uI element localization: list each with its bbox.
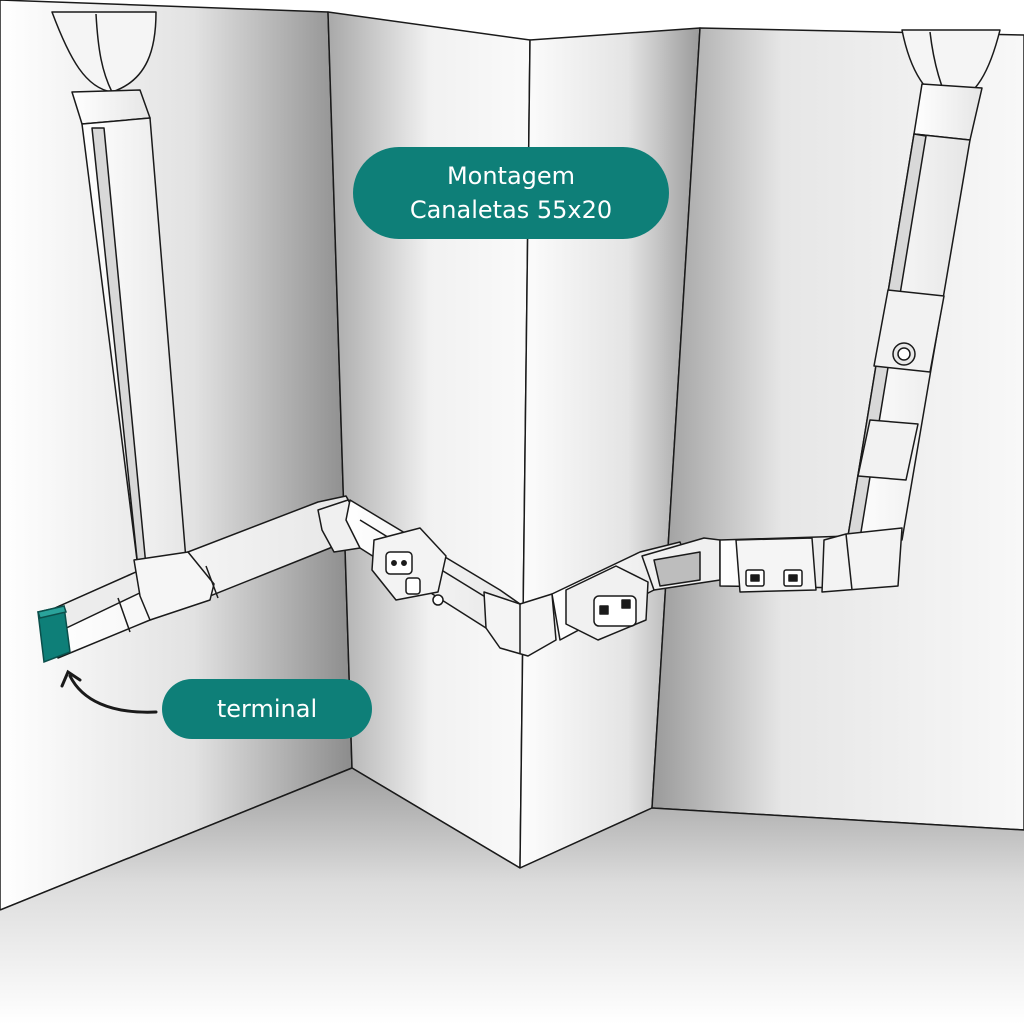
center-left-wall <box>327 11 531 869</box>
floor-edge <box>0 767 1024 911</box>
network-box <box>735 537 817 593</box>
horizontal-duct-run <box>45 495 903 659</box>
tee-fitting <box>133 551 215 621</box>
right-elbow-fitting <box>821 527 903 593</box>
title-line-1: Montagem <box>446 162 576 190</box>
curved-arrow-icon <box>60 669 158 714</box>
title-label: Montagem Canaletas 55x20 <box>353 147 669 239</box>
terminal-label-text: terminal <box>216 695 318 723</box>
socket-box-right <box>565 565 649 641</box>
round-cable-entry-icon <box>892 342 916 366</box>
power-socket-icon <box>385 551 413 575</box>
right-vertical-duct <box>847 29 1001 541</box>
floor <box>0 768 1024 1024</box>
left-vertical-duct <box>51 11 187 569</box>
title-line-2: Canaletas 55x20 <box>409 196 613 224</box>
terminal-end-cap <box>37 605 71 664</box>
socket-box-left <box>371 527 447 606</box>
terminal-label: terminal <box>162 679 372 739</box>
